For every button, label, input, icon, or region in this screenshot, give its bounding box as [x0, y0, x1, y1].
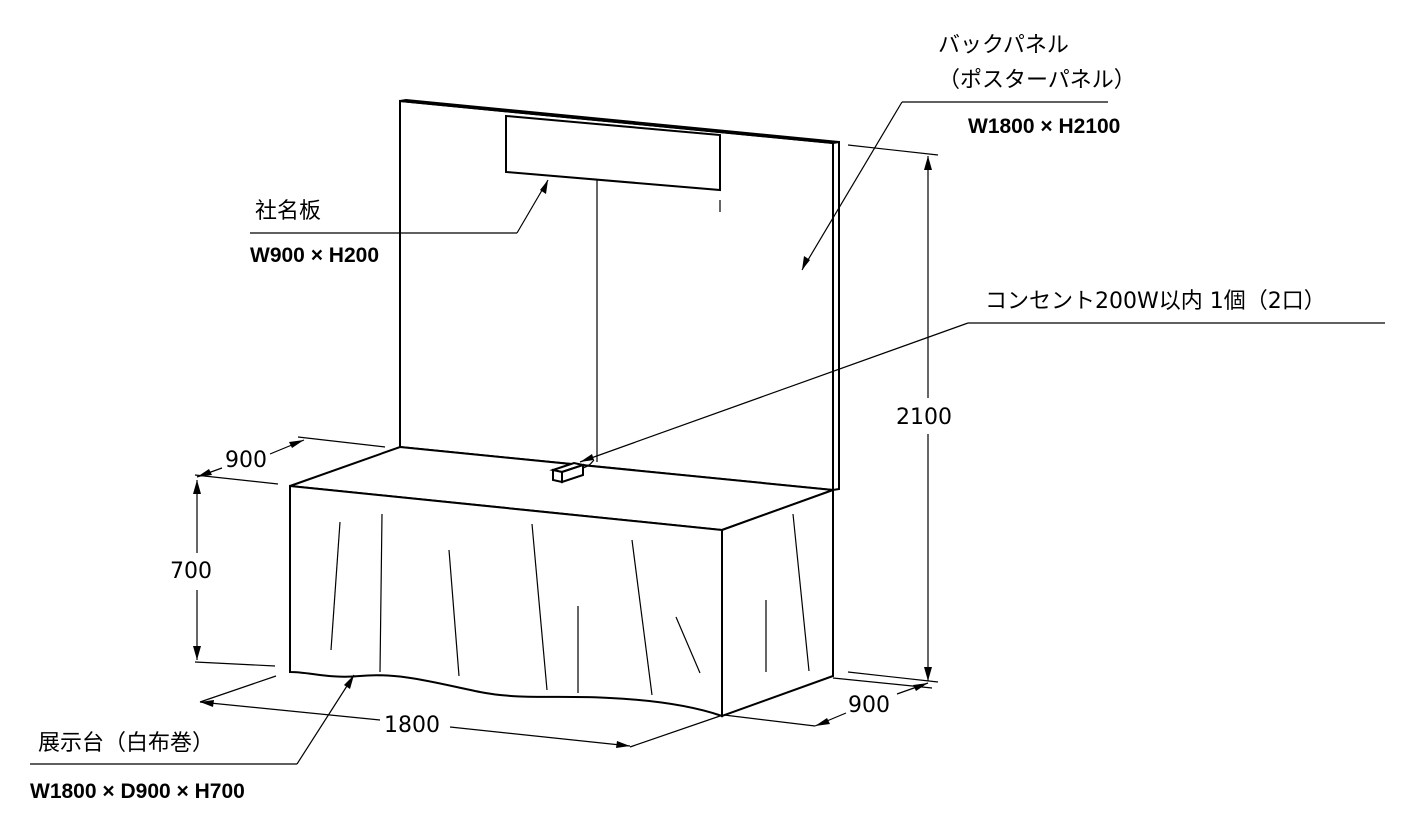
- name-board: [505, 114, 721, 212]
- dimension-2100-label: 2100: [896, 405, 952, 430]
- dimension-2100: [847, 144, 939, 683]
- dimension-700-label: 700: [170, 559, 212, 584]
- outlet-box: [549, 459, 595, 484]
- back-panel-title: バックパネル: [938, 33, 1069, 58]
- dimension-1800-label: 1800: [384, 713, 440, 738]
- name-board-title: 社名板: [255, 199, 321, 224]
- back-panel-leader: [801, 101, 1108, 271]
- dimension-900-top: [194, 436, 386, 485]
- drape-folds: [330, 513, 810, 696]
- dimension-700: [193, 480, 276, 667]
- dimension-900-bottom: [723, 677, 933, 727]
- back-panel-size: W1800 × H2100: [968, 115, 1120, 138]
- back-panel: [399, 98, 840, 492]
- dimension-1800: [199, 675, 721, 748]
- dimension-900-bottom-label: 900: [848, 693, 890, 718]
- display-table-leader: [30, 674, 355, 765]
- outlet-title: コンセント200W以内 1個（2口）: [985, 289, 1326, 314]
- display-table: [289, 445, 834, 718]
- name-board-size: W900 × H200: [250, 244, 379, 267]
- name-board-leader: [250, 179, 549, 234]
- display-table-title: 展示台（白布巻）: [38, 731, 214, 756]
- dimension-900-top-label: 900: [225, 448, 267, 473]
- outlet-leader: [579, 322, 1385, 463]
- display-table-size: W1800 × D900 × H700: [30, 780, 245, 803]
- back-panel-subtitle: （ポスターパネル）: [938, 68, 1136, 93]
